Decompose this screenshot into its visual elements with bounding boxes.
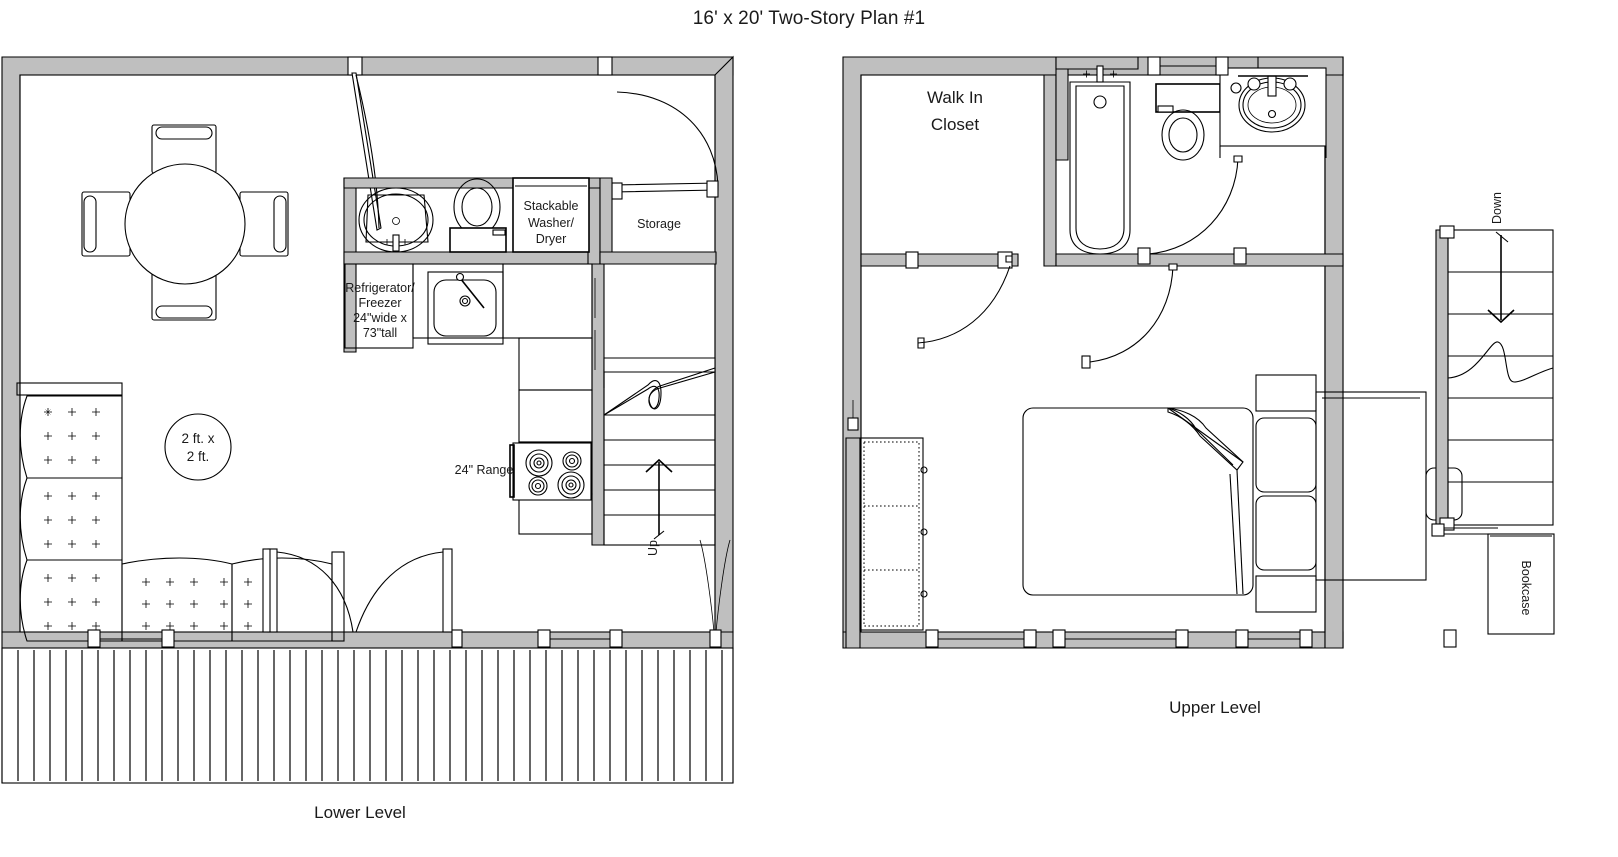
walk-in-closet: Walk In Closet [860,74,1057,349]
stair-up-label: Up [646,540,660,556]
upper-level-label: Upper Level [1169,698,1261,717]
toilet-upper [1155,83,1221,161]
refrigerator-line-3: 24"wide x [353,311,408,325]
storage-label: Storage [637,217,681,231]
area-dimension-circle: 2 ft. x 2 ft. [164,413,232,481]
lower-level-label: Lower Level [314,803,406,822]
upper-top-openings [1147,56,1229,76]
bookcase: Bookcase [1431,523,1555,635]
range-cooktop: 24" Range [455,442,592,501]
lower-room-outline [19,74,716,633]
upper-room-outline [860,74,1326,633]
upper-level-plan: Walk In Closet [842,56,1555,649]
dresser-cabinet [845,400,928,649]
door-bedroom [1081,263,1178,369]
door-storage [611,91,719,200]
deck-post [699,539,731,648]
stackable-washer-dryer: Stackable Washer/ Dryer [512,177,590,253]
refrigerator-line-4: 73"tall [363,326,397,340]
bathtub [358,187,434,253]
upper-bottom-openings [925,629,1457,648]
walk-in-closet-line-2: Closet [931,115,979,134]
upper-bathroom-walls [1055,56,1344,267]
sofa-tufting [44,408,276,630]
lower-bottom-openings [87,548,623,648]
page-title: 16' x 20' Two-Story Plan #1 [692,8,926,29]
washer-dryer-line-1: Stackable [524,199,579,213]
bathtub-upper [1069,65,1131,255]
washer-dryer-line-2: Washer/ [528,216,575,230]
range-label: 24" Range [455,463,514,477]
refrigerator: Refrigerator/ Freezer 24"wide x 73"tall [344,263,415,349]
kitchen-sink [427,271,504,345]
stairs-up: Up [603,357,716,556]
stairs-down: Down [1435,192,1554,531]
sectional-sofa [16,382,345,642]
bookcase-label: Bookcase [1519,561,1533,616]
bed [1022,374,1463,613]
deck-planks [17,650,723,781]
deck [1,647,734,784]
refrigerator-line-2: Freezer [358,296,401,310]
refrigerator-line-1: Refrigerator/ [345,281,415,295]
circle-dim-line-1: 2 ft. x [181,431,214,446]
walk-in-closet-line-1: Walk In [927,88,983,107]
stair-down-label: Down [1490,192,1504,224]
lower-level-plan: 2 ft. x 2 ft. [1,55,734,784]
washer-dryer-line-3: Dryer [536,232,567,246]
vanity-sink-upper [1219,67,1327,158]
toilet-lower [449,178,507,253]
lower-top-wall-openings [347,56,613,76]
circle-dim-line-2: 2 ft. [187,449,210,464]
door-bathroom-upper [1137,155,1247,265]
burners [525,449,585,499]
dining-set [81,124,289,321]
